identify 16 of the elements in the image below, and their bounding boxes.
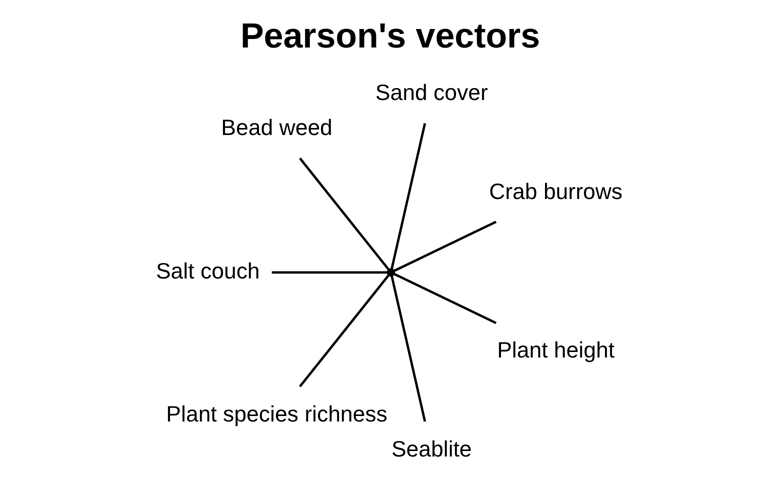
connector [272,271,388,274]
connector [298,274,390,388]
node-text: Plant height [497,338,615,363]
connector [394,273,497,324]
diagram-title: Pearson's vectors [240,16,540,56]
connector [394,220,497,272]
node-text: Crab burrows [489,178,623,204]
node-text: Bead weed [221,115,332,140]
node-text: Sand cover [375,80,488,105]
node-point [386,268,396,277]
node-text: Salt couch [156,258,260,284]
connector [390,123,426,269]
connector [298,158,390,270]
node-text: Plant species richness [166,401,388,426]
connector [390,276,426,422]
node-text: Seablite [391,436,472,462]
